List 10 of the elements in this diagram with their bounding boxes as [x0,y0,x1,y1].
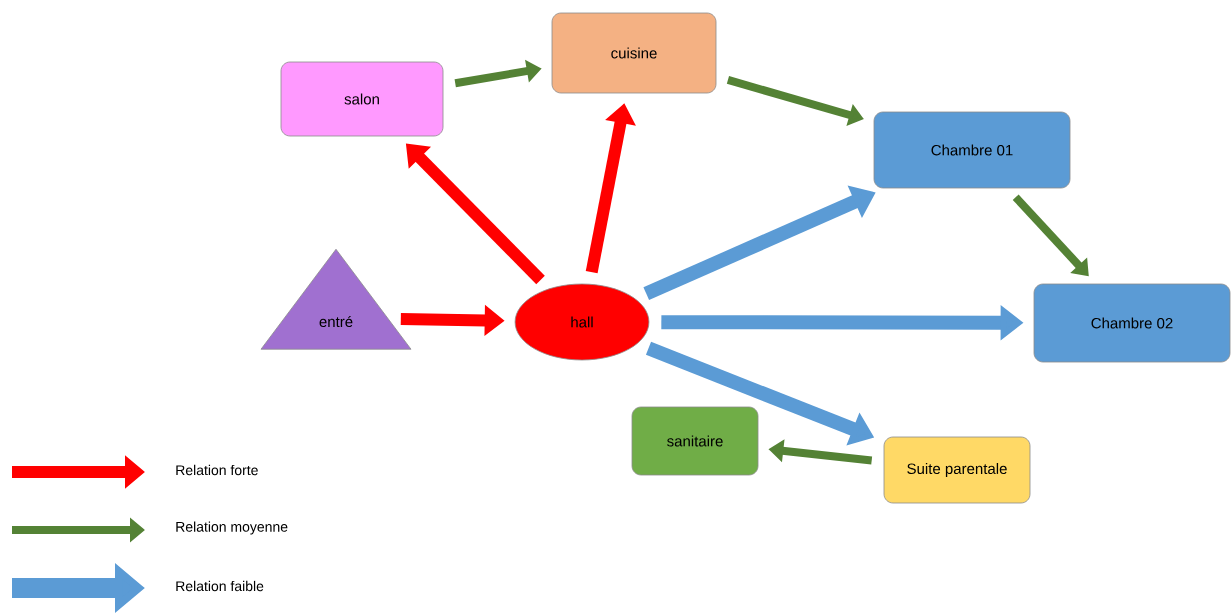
legend-label: Relation faible [176,580,264,592]
room-box: Chambre 01 [873,111,1071,189]
room-box: sanitaire [631,406,759,476]
room-box: cuisine [551,12,717,94]
entrance-triangle: entré [260,248,412,350]
room-box: Chambre 02 [1033,283,1231,363]
legend-label: Relation moyenne [176,521,288,535]
room-box: salon [280,61,444,137]
legend-label: Relation forte [176,464,258,476]
room-box: Suite parentale [883,436,1031,504]
